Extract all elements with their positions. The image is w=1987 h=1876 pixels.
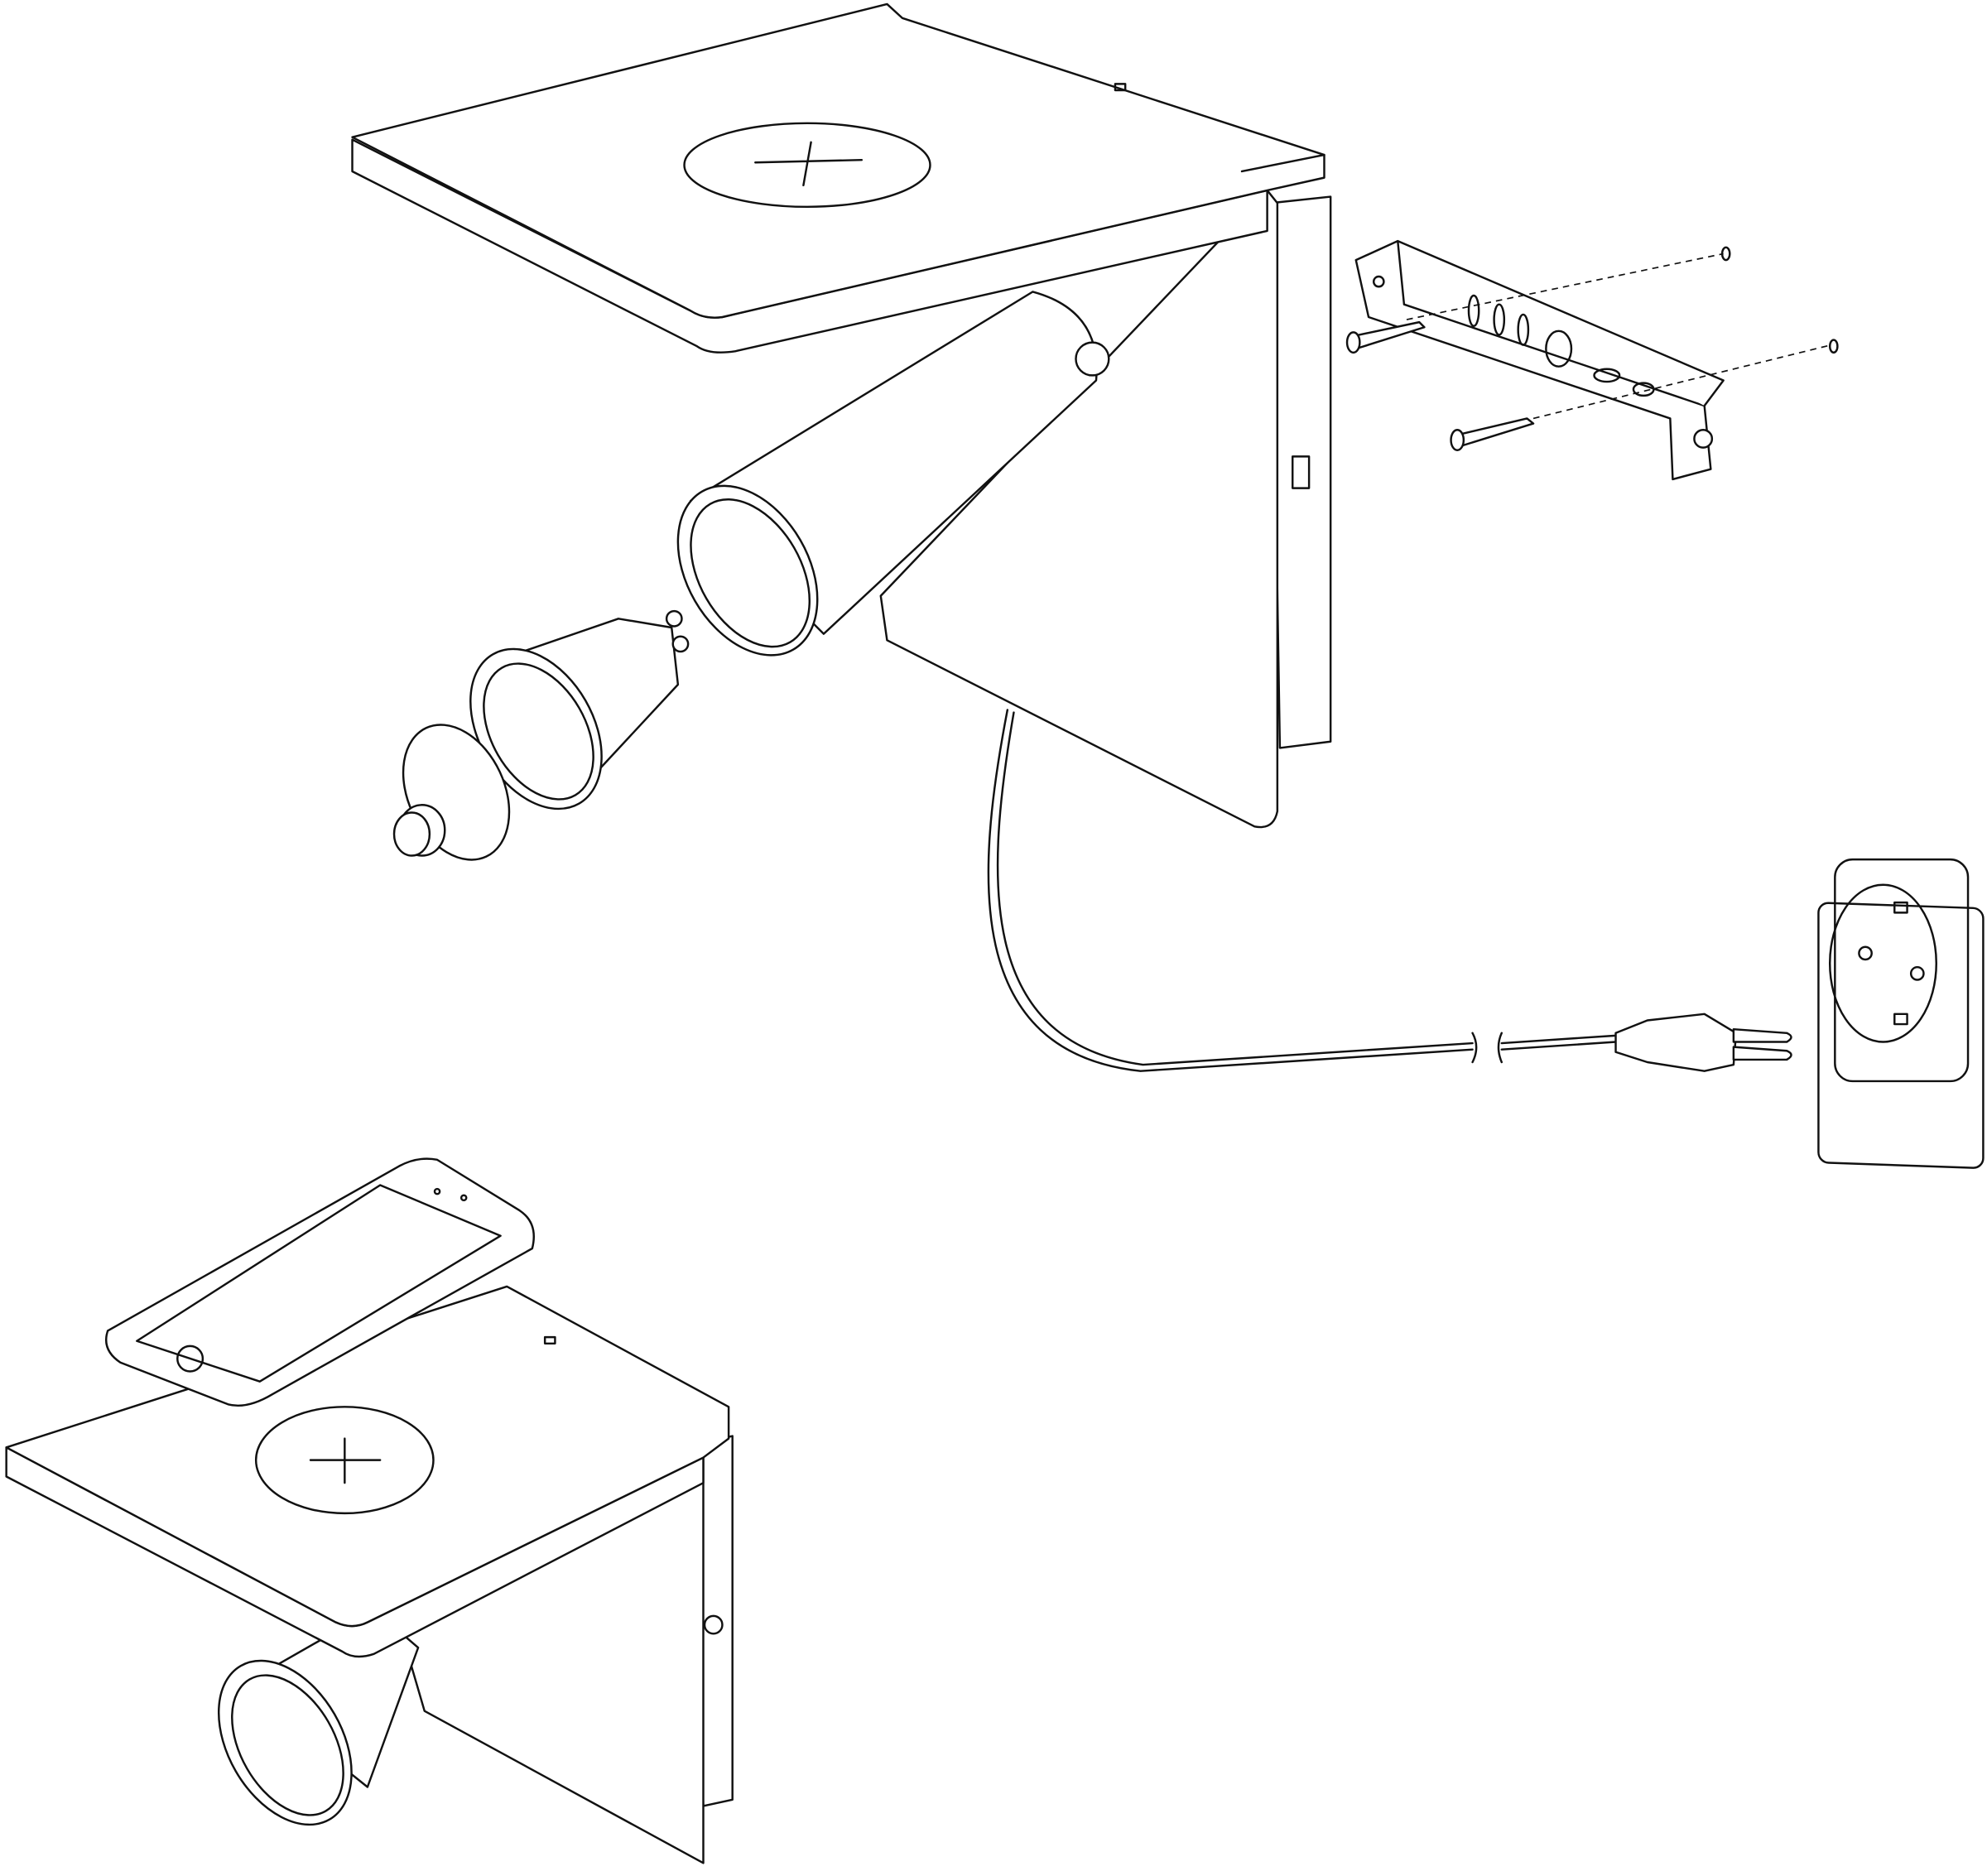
wall-plate [879,189,1332,829]
screws [1345,320,1535,451]
wall-socket [1817,858,1985,1169]
assembled-lamp-with-phone [5,1157,734,1864]
lens-cap [392,724,511,861]
gu10-bulb [469,609,690,811]
spotlight-head [676,291,1110,657]
power-cable [987,709,1617,1072]
shelf-with-wireless-charger [351,2,1325,354]
wall-bracket [1354,239,1839,481]
plug [1614,1013,1792,1072]
